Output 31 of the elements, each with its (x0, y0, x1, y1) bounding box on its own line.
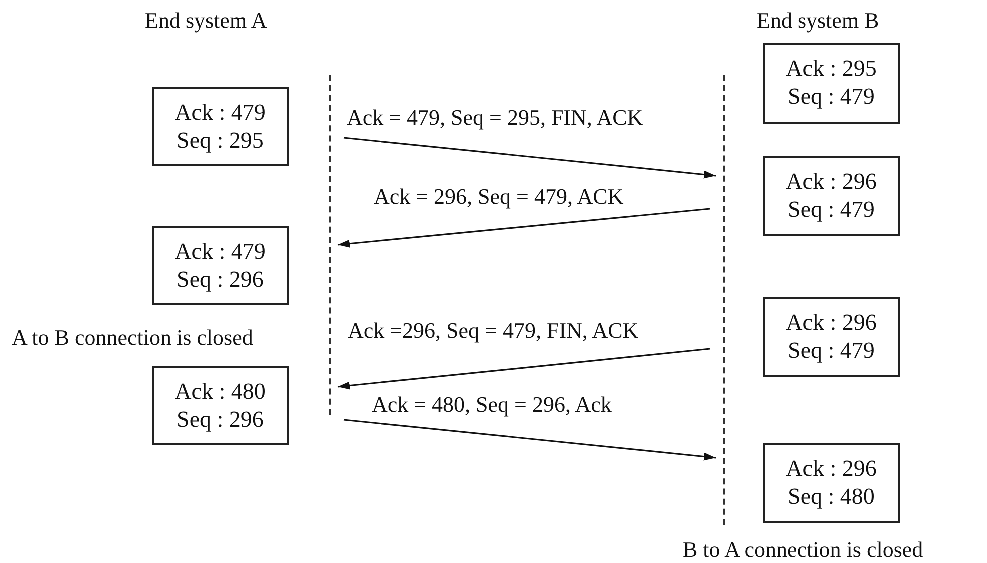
state-value: Seq : 296 (176, 406, 265, 434)
state-value: Seq : 296 (176, 266, 265, 294)
state-value: Seq : 480 (787, 483, 876, 511)
state-value: Seq : 479 (787, 196, 876, 224)
state-value: Ack : 295 (785, 55, 878, 83)
state-box (763, 156, 900, 236)
state-box (152, 366, 289, 445)
state-box (763, 297, 900, 377)
state-value: Ack : 296 (785, 309, 878, 337)
state-value: Ack : 480 (174, 378, 267, 406)
state-value: Seq : 479 (787, 337, 876, 365)
state-value: Seq : 295 (176, 127, 265, 155)
column-heading: End system A (145, 8, 268, 34)
state-value: Ack : 479 (174, 99, 267, 127)
state-value: Ack : 296 (785, 168, 878, 196)
column-heading: End system B (757, 8, 880, 34)
note: B to A connection is closed (683, 537, 924, 563)
state-value: Ack : 296 (785, 455, 878, 483)
message-arrow (338, 348, 710, 390)
message-arrow (338, 208, 710, 248)
state-box (152, 226, 289, 305)
state-box (763, 43, 900, 124)
note: A to B connection is closed (12, 325, 254, 351)
state-value: Ack : 479 (174, 238, 267, 266)
state-box (763, 443, 900, 523)
state-value: Seq : 479 (787, 83, 876, 111)
state-box (152, 87, 289, 166)
message-arrow (344, 419, 716, 461)
message-arrow (344, 137, 716, 179)
lifeline (723, 75, 725, 525)
lifeline (329, 75, 331, 415)
